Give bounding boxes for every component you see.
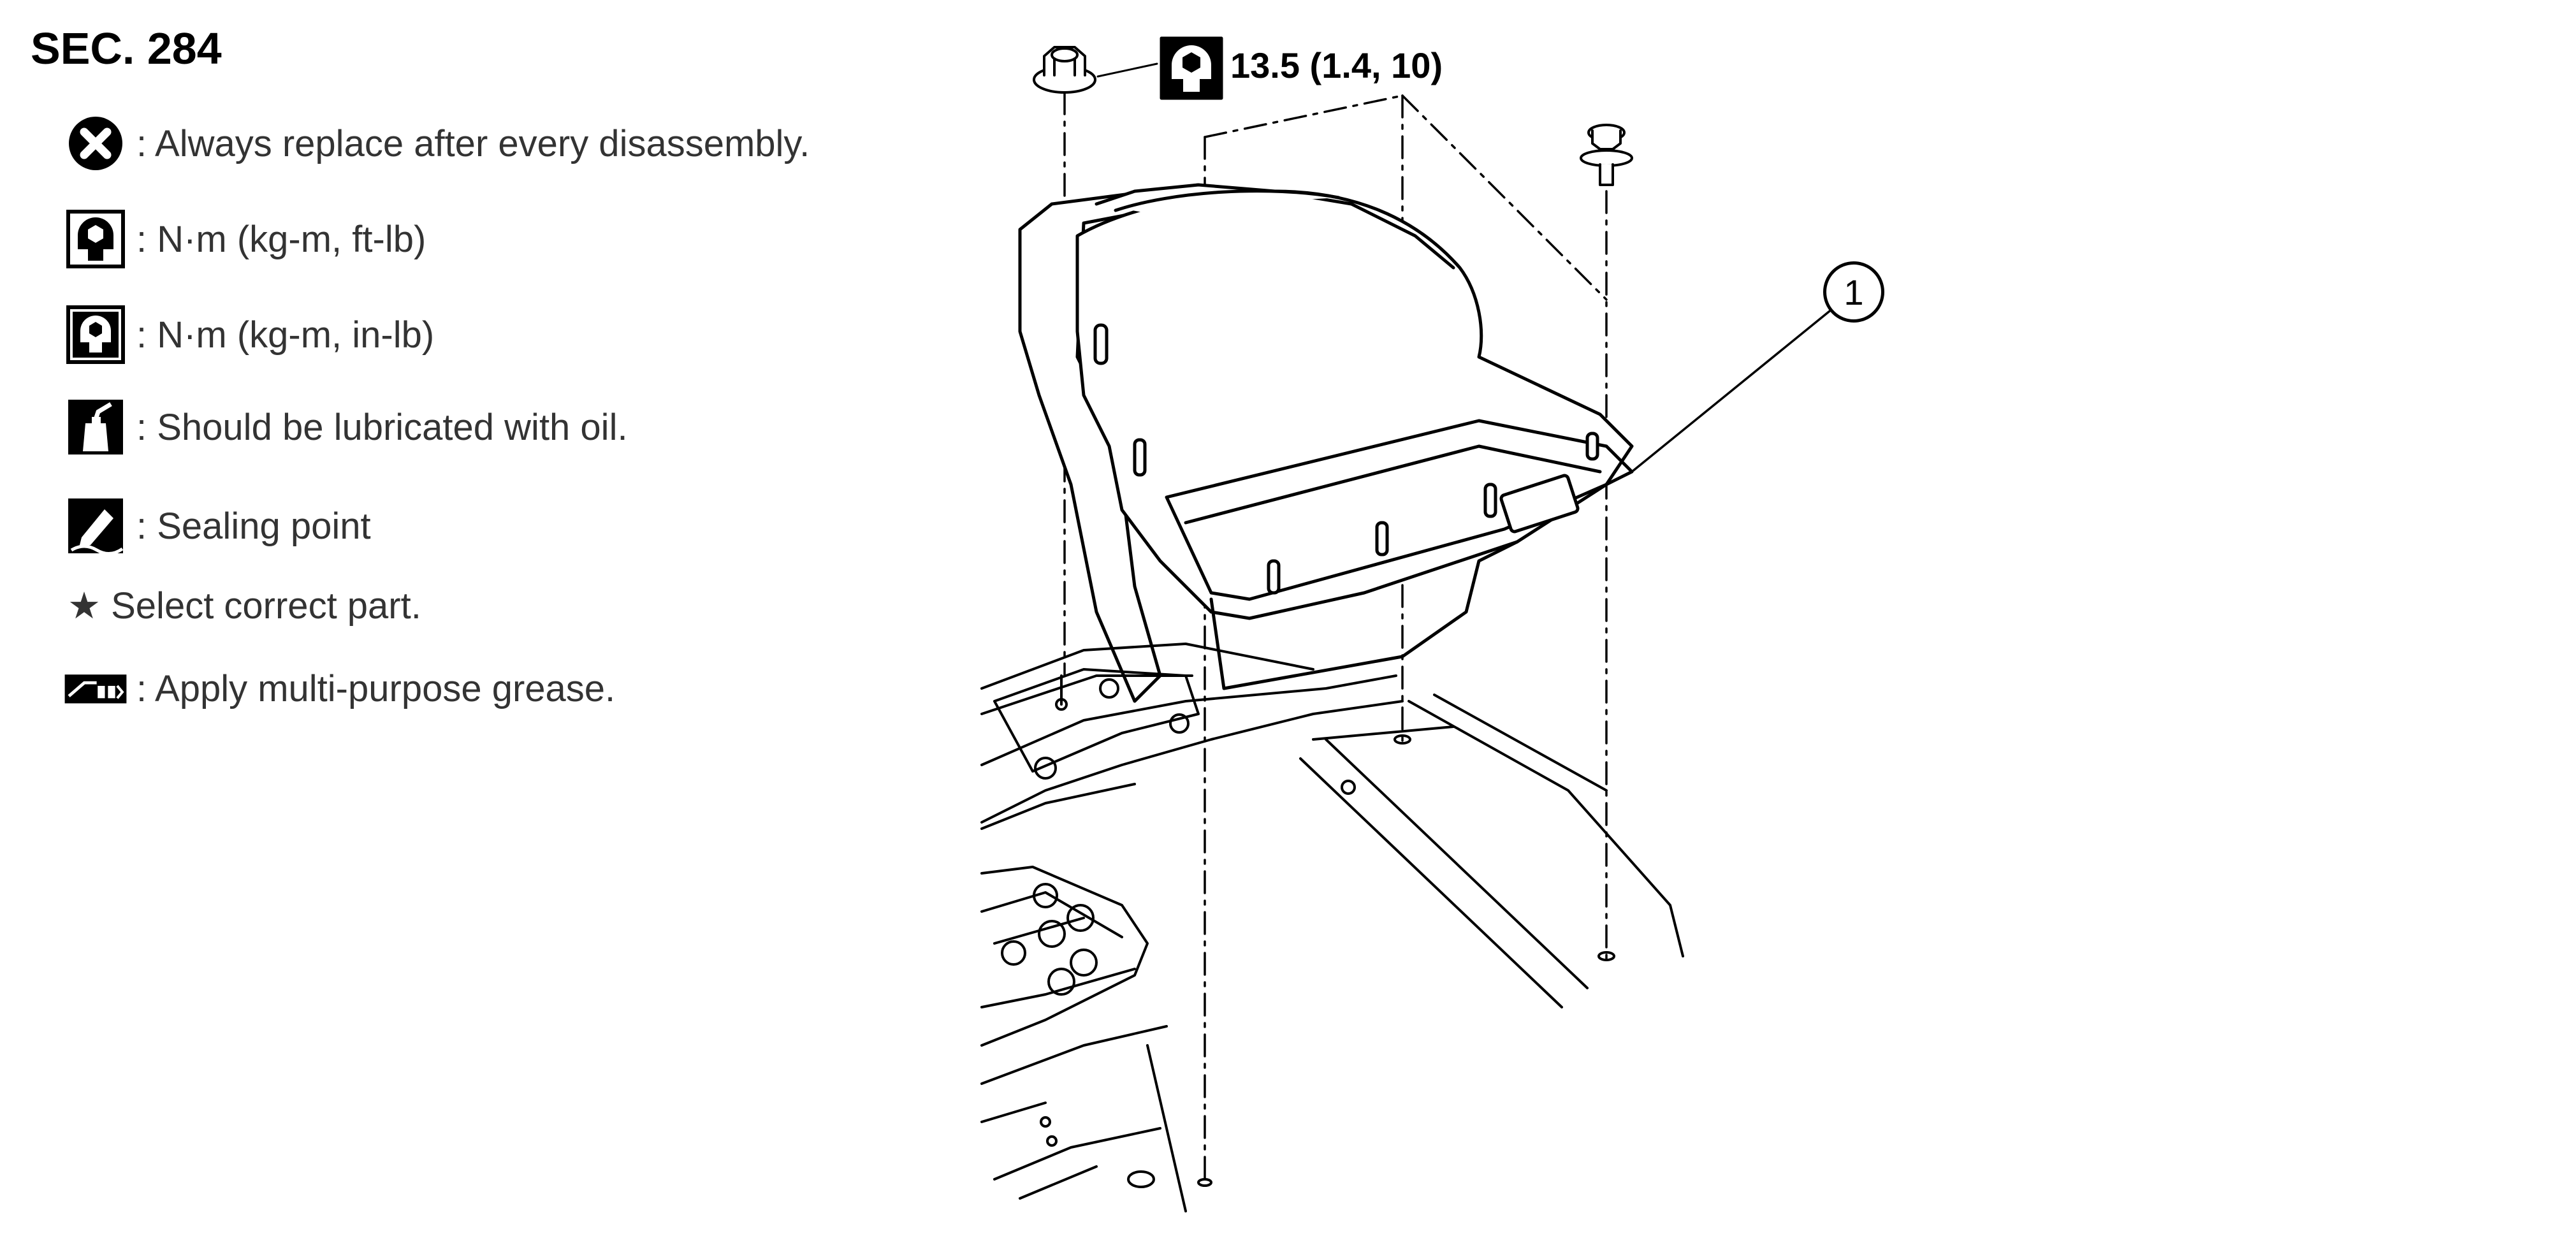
legend-text: : N·m (kg-m, in-lb) [136, 314, 435, 356]
callout-leader-line [1631, 305, 1837, 473]
legend-item-grease: : Apply multi-purpose grease. [64, 653, 615, 723]
legend-item-torque-ftlb: : N·m (kg-m, ft-lb) [64, 204, 426, 274]
bolt-right [1580, 124, 1633, 186]
callout-number: 1 [1823, 261, 1884, 323]
legend-text: : Always replace after every disassembly… [136, 122, 810, 164]
legend-text: : Sealing point [136, 505, 371, 547]
replace-x-icon [64, 112, 127, 175]
torque-spec-label: 13.5 (1.4, 10) [1230, 45, 1443, 85]
legend-item-sealant: : Sealing point [64, 491, 371, 561]
legend-text: ★ Select correct part. [68, 585, 421, 627]
legend-item-replace: : Always replace after every disassembly… [64, 108, 810, 178]
sealant-icon [64, 494, 127, 558]
torque-inlb-icon [64, 303, 127, 367]
torque-ftlb-icon [64, 207, 127, 271]
vehicle-body-structure [980, 643, 1684, 1212]
flange-nut-left [1033, 46, 1158, 94]
legend-item-oil: : Should be lubricated with oil. [64, 392, 628, 462]
legend-text: : Apply multi-purpose grease. [136, 667, 616, 709]
legend-text: : N·m (kg-m, ft-lb) [136, 218, 426, 260]
grease-icon [64, 657, 127, 720]
legend-text: : Should be lubricated with oil. [136, 406, 628, 448]
legend-item-star: ★ Select correct part. [64, 571, 421, 641]
section-title: SEC. 284 [31, 24, 222, 73]
oil-can-icon [64, 395, 127, 459]
torque-wrench-icon [1160, 36, 1223, 100]
air-duct-assembly [1018, 183, 1634, 703]
legend-item-torque-inlb: : N·m (kg-m, in-lb) [64, 300, 434, 370]
